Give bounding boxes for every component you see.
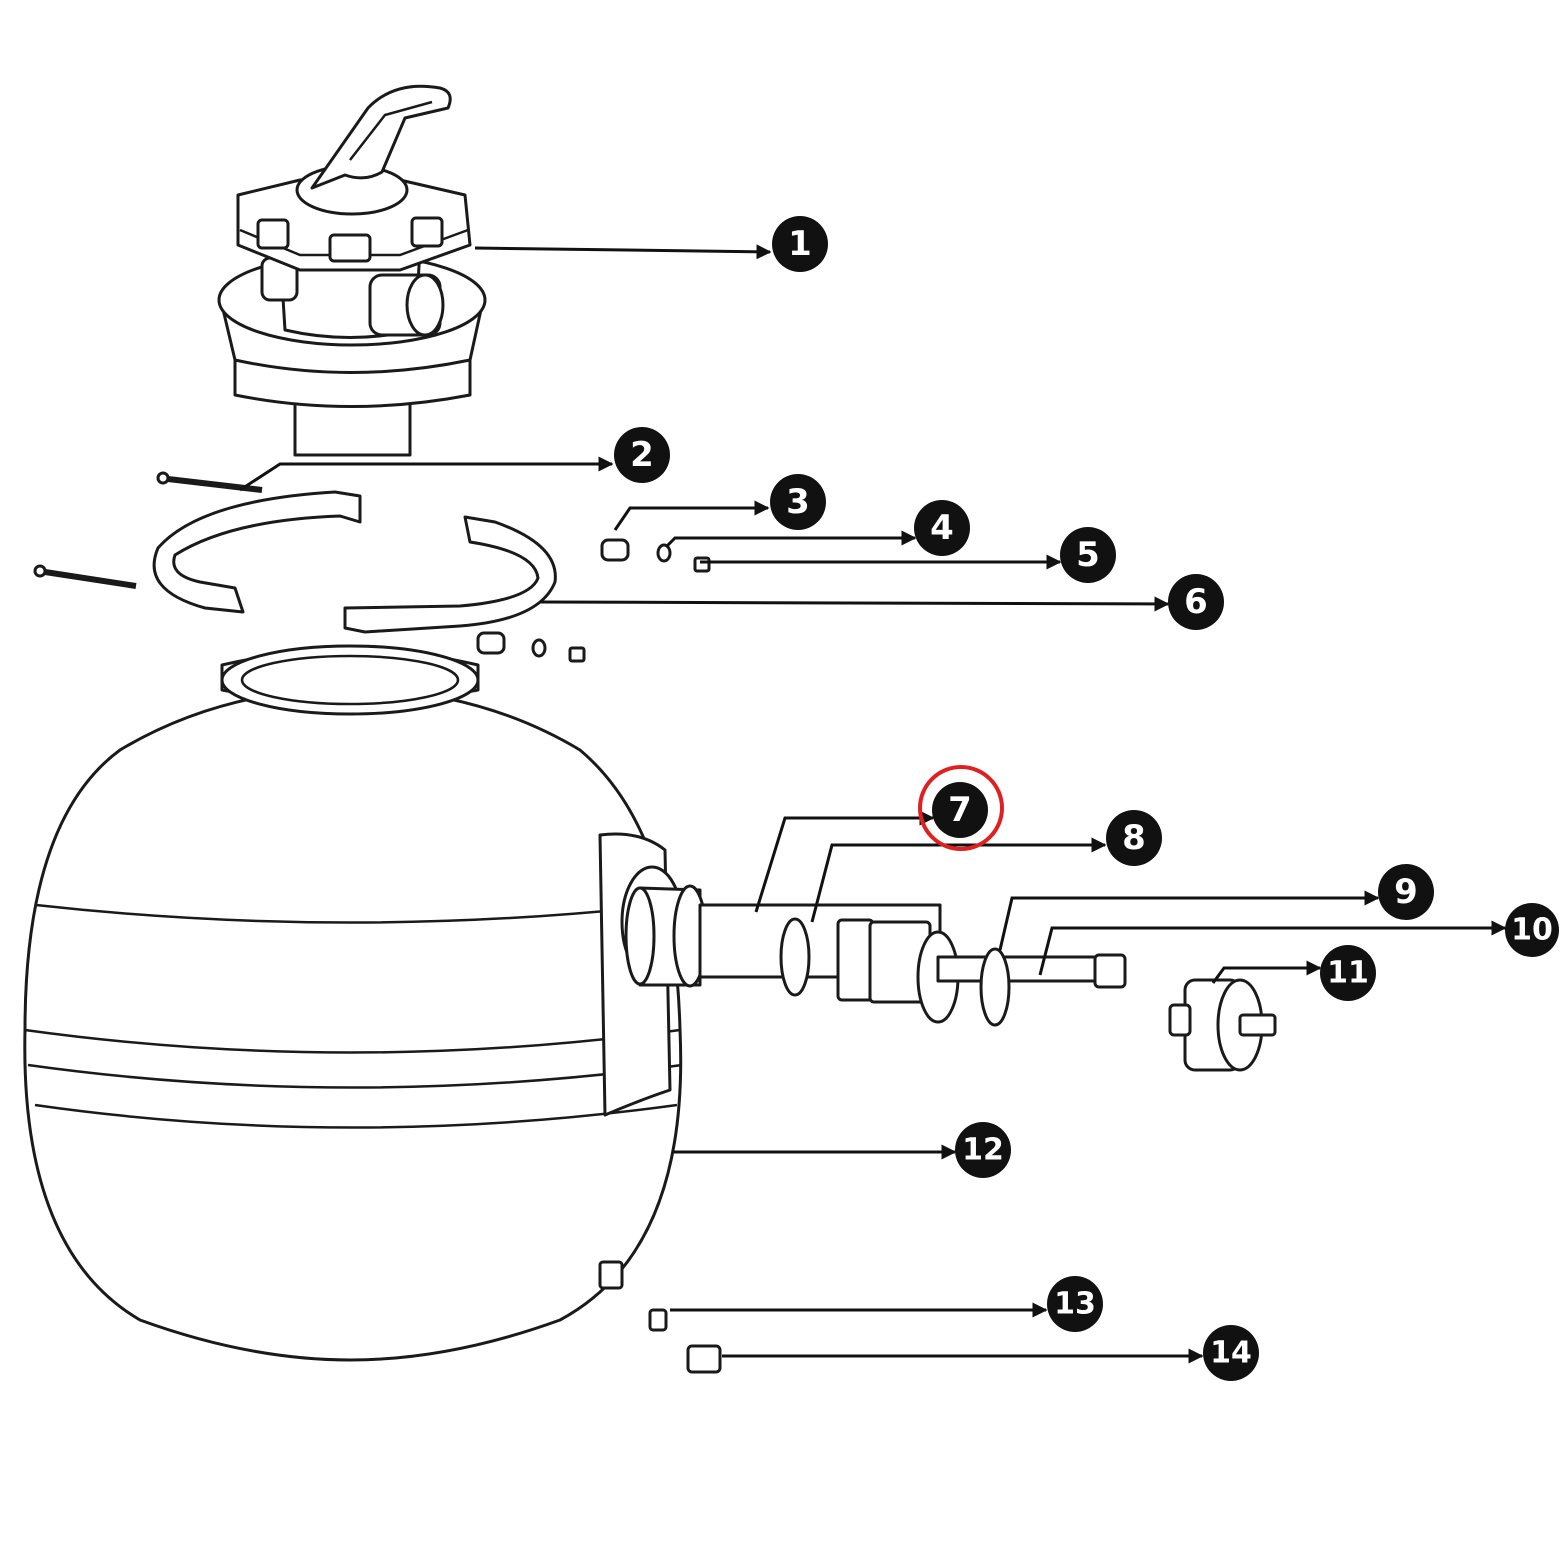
callout-7-highlight-ring (918, 765, 1004, 851)
callout-11: 11 (1320, 945, 1376, 1001)
callout-5-label: 5 (1076, 535, 1100, 575)
callout-4-label: 4 (930, 508, 954, 548)
callout-4-badge (914, 500, 970, 556)
callout-14-label: 14 (1210, 1336, 1252, 1371)
callout-8-label: 8 (1122, 818, 1146, 858)
sleeve-washer-nut-set (476, 538, 711, 663)
callout-6: 6 (1168, 574, 1224, 630)
pipe-assembly (624, 884, 1127, 1027)
clamp-bolts (33, 471, 263, 589)
callout-11-label: 11 (1327, 956, 1369, 991)
callout-9: 9 (1378, 864, 1434, 920)
clamp-ring (152, 490, 557, 634)
callout-13-label: 13 (1054, 1287, 1096, 1322)
pressure-gauge-cap (1168, 978, 1277, 1072)
callout-10-badge (1505, 903, 1559, 957)
callout-14-badge (1203, 1325, 1259, 1381)
callout-7-label: 7 (948, 790, 972, 830)
callout-7: 7 (918, 765, 1004, 851)
callout-6-label: 6 (1184, 582, 1208, 622)
callout-5-badge (1060, 527, 1116, 583)
callout-14: 14 (1203, 1325, 1259, 1381)
callout-2-badge (614, 427, 670, 483)
callout-12: 12 (955, 1122, 1011, 1178)
callout-1-badge (772, 216, 828, 272)
callout-10-label: 10 (1511, 913, 1553, 948)
callout-1-label: 1 (788, 224, 812, 264)
callout-10: 10 (1505, 903, 1559, 957)
callout-13: 13 (1047, 1276, 1103, 1332)
callout-2: 2 (614, 427, 670, 483)
callout-4: 4 (914, 500, 970, 556)
callout-9-badge (1378, 864, 1434, 920)
callout-3-label: 3 (786, 482, 810, 522)
callout-3: 3 (770, 474, 826, 530)
callout-5: 5 (1060, 527, 1116, 583)
multiport-valve (217, 84, 487, 457)
callout-3-badge (770, 474, 826, 530)
callout-7-badge (932, 782, 988, 838)
callout-8-badge (1106, 810, 1162, 866)
filter-tank (23, 644, 684, 1362)
callout-1: 1 (772, 216, 828, 272)
callout-8: 8 (1106, 810, 1162, 866)
leader-lines (239, 244, 1507, 1364)
callout-9-label: 9 (1394, 872, 1418, 912)
drain-parts (648, 1308, 722, 1374)
callout-2-label: 2 (630, 435, 654, 475)
callout-6-badge (1168, 574, 1224, 630)
callout-13-badge (1047, 1276, 1103, 1332)
callout-11-badge (1320, 945, 1376, 1001)
callout-12-label: 12 (962, 1133, 1004, 1168)
callout-12-badge (955, 1122, 1011, 1178)
